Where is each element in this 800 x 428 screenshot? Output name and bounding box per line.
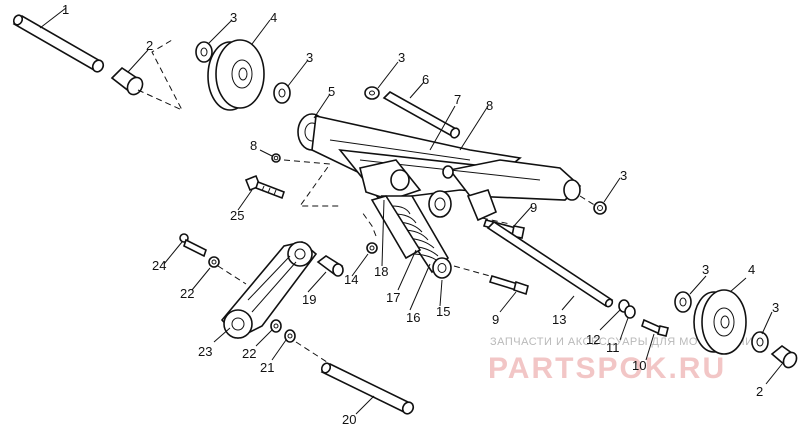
callout-3-lower-left: 3 [702, 262, 709, 277]
part-4-idler-wheel-upper [207, 39, 265, 111]
callout-13: 13 [552, 312, 566, 327]
part-8-nut-center [442, 165, 454, 179]
leader-lines [39, 7, 783, 415]
callout-24: 24 [152, 258, 166, 273]
callout-2-lower: 2 [756, 384, 763, 399]
callout-22-lower: 22 [242, 346, 256, 361]
part-10-bolt [641, 318, 669, 337]
callout-12: 12 [586, 332, 600, 347]
watermark-brand: PARTSPOK.RU [488, 352, 726, 385]
part-3-washer-right [593, 201, 607, 215]
assembly-line-bolt-9 [481, 217, 511, 225]
assembly-line-washer-22 [217, 265, 247, 285]
lead-7 [429, 105, 456, 151]
part-22-washer-upper [208, 256, 220, 268]
part-2-spacer [110, 66, 144, 96]
callout-20: 20 [342, 412, 356, 427]
part-23-link-arm [220, 241, 318, 339]
part-25-bolt [244, 174, 286, 200]
callout-4-lower: 4 [748, 262, 755, 277]
callout-9-lower: 9 [492, 312, 499, 327]
callout-17: 17 [386, 290, 400, 305]
callout-1: 1 [62, 2, 69, 17]
part-2-spacer-lower [770, 344, 798, 369]
callout-19: 19 [302, 292, 316, 307]
part-1-shaft [12, 14, 105, 73]
callout-3-upper-left: 3 [230, 10, 237, 25]
callout-23: 23 [198, 344, 212, 359]
part-3-washer-upper-right [273, 82, 291, 104]
assembly-line-bolt-9-lower [453, 265, 491, 277]
assembly-line-upper-left [137, 39, 184, 112]
part-15-shock-eye [432, 257, 452, 279]
callout-6: 6 [422, 72, 429, 87]
callout-4-upper: 4 [270, 10, 277, 25]
callout-16: 16 [406, 310, 420, 325]
assembly-line-left-nut [283, 159, 340, 207]
callout-3-upper-right: 3 [306, 50, 313, 65]
callout-8-left: 8 [250, 138, 257, 153]
part-9-bolt-lower [488, 275, 529, 296]
part-13-shaft [486, 220, 614, 308]
assembly-line-washer-right [579, 195, 597, 207]
part-19-spacer [316, 255, 344, 277]
part-6-pin [382, 91, 461, 139]
callout-22-upper: 22 [180, 286, 194, 301]
callout-5: 5 [328, 84, 335, 99]
callout-21: 21 [260, 360, 274, 375]
callout-10: 10 [632, 358, 646, 373]
callout-25: 25 [230, 208, 244, 223]
part-5-rear-arm [297, 113, 582, 222]
callout-labels: 1 2 3 4 3 3 6 5 7 8 8 3 25 9 24 22 14 18… [62, 2, 779, 427]
part-20-shaft [320, 362, 415, 415]
part-3-washer-top [364, 86, 380, 100]
callout-9-upper: 9 [530, 200, 537, 215]
callout-15: 15 [436, 304, 450, 319]
assembly-line-nut-21 [295, 341, 331, 365]
callout-2-upper: 2 [146, 38, 153, 53]
part-24-bolt [179, 233, 207, 258]
part-11-washer [624, 305, 636, 319]
part-3-washer-lower-left [674, 291, 692, 313]
part-3-washer-lower-right [751, 331, 769, 353]
callout-3-lower-right: 3 [772, 300, 779, 315]
callout-8-right: 8 [486, 98, 493, 113]
part-3-washer-upper-left [195, 41, 213, 63]
part-4-idler-wheel-lower [693, 289, 747, 355]
part-22-washer-lower [270, 319, 282, 333]
callout-11: 11 [606, 340, 620, 355]
part-21-nut [284, 329, 296, 343]
assembly-line-nut-14 [361, 211, 377, 237]
callout-3-right: 3 [620, 168, 627, 183]
part-8-nut-left [271, 153, 281, 163]
callout-14: 14 [344, 272, 358, 287]
callout-3-top: 3 [398, 50, 405, 65]
callout-7: 7 [454, 92, 461, 107]
callout-18: 18 [374, 264, 388, 279]
part-14-nut [366, 242, 378, 254]
